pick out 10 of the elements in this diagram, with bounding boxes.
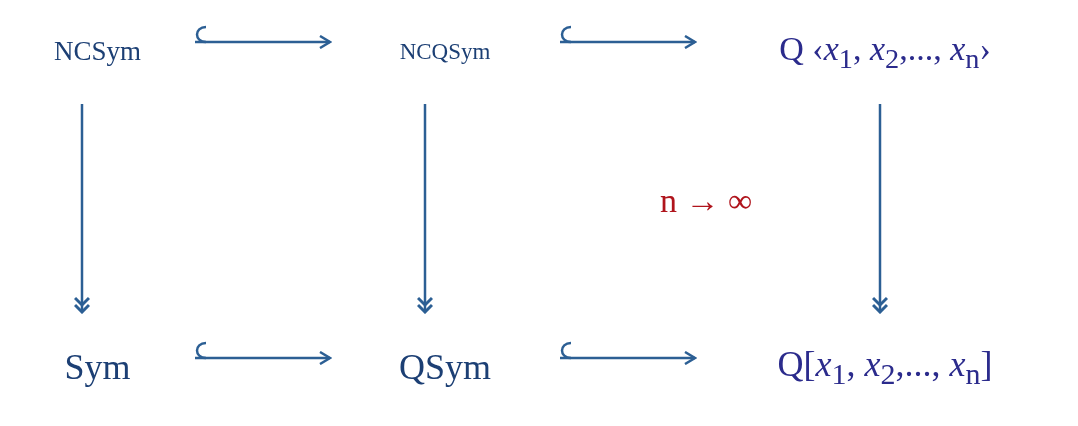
math-expression: Sym (64, 348, 131, 388)
math-expression: Q[x$_{1}$, x$_{2}$,..., x$_{n}$] (777, 345, 993, 391)
math-expression: NCQSym (399, 39, 491, 65)
hook-arrow (195, 25, 332, 50)
math-expression: NCSym (54, 37, 141, 67)
math-expression: Q ‹x$_{1}$, x$_{2}$,..., x$_{n}$› (779, 30, 991, 74)
math-expression: QSym (399, 348, 491, 388)
hook-arrow (195, 341, 332, 366)
hook-arrow (560, 341, 697, 366)
hook-arrow (560, 25, 697, 50)
